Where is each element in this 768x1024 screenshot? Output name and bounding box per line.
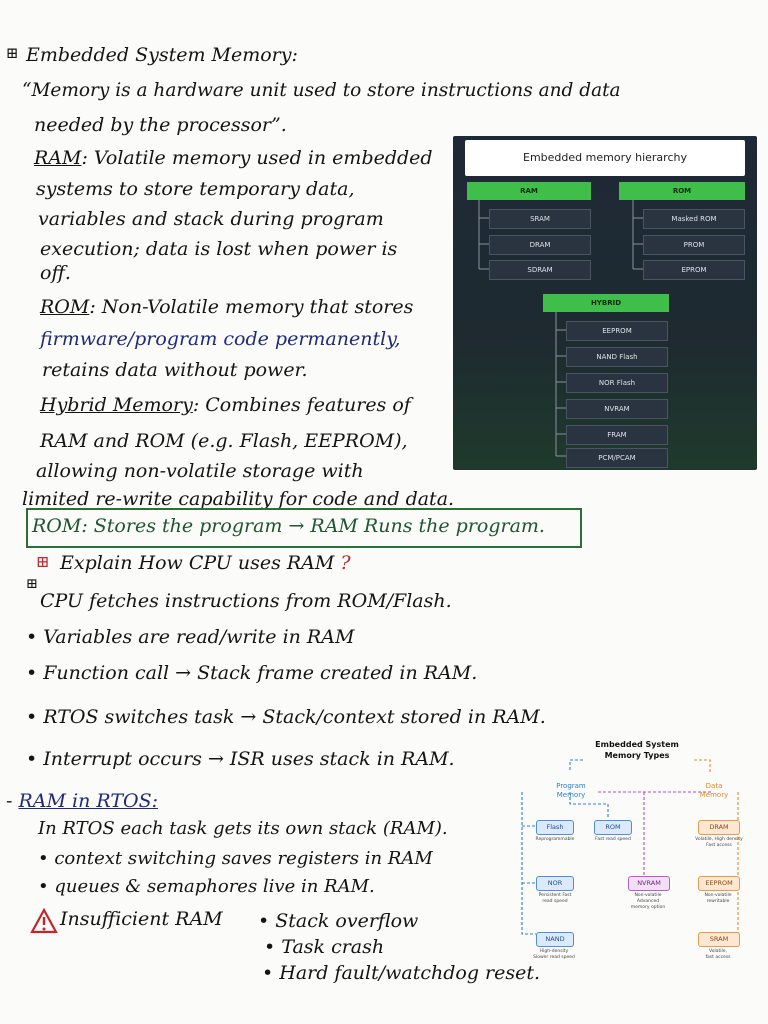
definition-line-1: “Memory is a hardware unit used to store… (22, 80, 621, 101)
dram-caption-1: Volatile, High density (695, 837, 743, 842)
hierarchy-connectors (478, 200, 643, 457)
hybrid-item-nvram: NVRAM (566, 399, 668, 419)
hierarchy-title: Embedded memory hierarchy (465, 140, 745, 176)
hybrid-line-1: : Combines features of (192, 394, 411, 416)
flash-box: Flash (536, 820, 574, 835)
question-icon: ⊞ (36, 552, 50, 571)
rom-item-prom: PROM (643, 235, 745, 255)
bullet-5: • Interrupt occurs → ISR uses stack in R… (26, 748, 455, 770)
rom-paragraph: ROM: Non-Volatile memory that stores (40, 296, 413, 318)
ram-line-3: variables and stack during program (38, 208, 384, 230)
bullet-4: • RTOS switches task → Stack/context sto… (26, 706, 546, 728)
eeprom-caption-2: rewritable (706, 899, 730, 904)
program-memory-label-2: Memory (556, 791, 586, 799)
data-memory-label-2: Memory (699, 791, 729, 799)
nor-caption-2: read speed (542, 899, 568, 904)
hybrid-paragraph: Hybrid Memory: Combines features of (40, 394, 411, 416)
memory-types-figure: Embedded System Memory Types Program Mem… (512, 738, 756, 972)
rom-line-1: : Non-Volatile memory that stores (89, 296, 414, 318)
question-title: Explain How CPU uses RAM ? (60, 552, 351, 574)
ram-line-1: : Volatile memory used in embedded (81, 147, 433, 169)
sram-box: SRAM (698, 932, 740, 947)
hybrid-label: Hybrid Memory (40, 394, 193, 416)
definition-line-2: needed by the processor”. (34, 114, 287, 136)
bullet-1: CPU fetches instructions from ROM/Flash. (40, 590, 452, 612)
answer-icon: ⊞ (26, 576, 38, 592)
summary-text: ROM: Stores the program → RAM Runs the p… (32, 515, 545, 537)
eeprom-box: EEPROM (698, 876, 740, 891)
nand-caption-2: Slower read speed (533, 955, 575, 960)
rom-group: ROM (619, 182, 745, 200)
hybrid-line-4: limited re-write capability for code and… (22, 488, 455, 510)
ram-line-5: off. (40, 262, 71, 284)
memory-hierarchy-figure: Embedded memory hierarchy RAM S (453, 136, 757, 470)
rom-line-2: firmware/program code permanently, (40, 328, 401, 350)
ram-line-2: systems to store temporary data, (36, 178, 355, 200)
question-mark: ? (340, 552, 351, 574)
hybrid-group: HYBRID (543, 294, 669, 312)
nand-caption-1: High-density (539, 949, 569, 954)
eeprom-caption-1: Non-volatile (704, 893, 732, 898)
ram-group: RAM (467, 182, 591, 200)
warning-bullet-1: • Stack overflow (258, 910, 419, 932)
hybrid-line-3: allowing non-volatile storage with (36, 460, 364, 482)
ram-item-sram: SRAM (489, 209, 591, 229)
hybrid-item-nor-flash: NOR Flash (566, 373, 668, 393)
warning-icon (30, 908, 58, 934)
rtos-line-1: In RTOS each task gets its own stack (RA… (38, 818, 448, 839)
nvram-caption-1: Non-volatile (634, 893, 662, 898)
bullet-3: • Function call → Stack frame created in… (26, 662, 478, 684)
nor-box: NOR (536, 876, 574, 891)
rtos-line-3: • queues & semaphores live in RAM. (38, 876, 375, 897)
rom-box: ROM (594, 820, 632, 835)
dram-box: DRAM (698, 820, 740, 835)
rtos-title: - RAM in RTOS: (6, 790, 158, 812)
nvram-caption-3: memory option (630, 905, 666, 910)
hybrid-item-nand-flash: NAND Flash (566, 347, 668, 367)
bullet-2: • Variables are read/write in RAM (26, 626, 355, 648)
flash-caption: Reprogrammable (535, 837, 575, 842)
dram-caption-2: Fast access (706, 843, 732, 848)
nvram-caption-2: Advanced (636, 899, 660, 904)
ram-line-4: execution; data is lost when power is (40, 238, 398, 260)
question-text: Explain How CPU uses RAM (60, 552, 335, 574)
rtos-line-2: • context switching saves registers in R… (38, 848, 433, 869)
ram-label: RAM (34, 147, 82, 169)
rom-caption: Fast read speed (595, 837, 631, 842)
title-icon: ⊞ (6, 44, 19, 62)
ram-item-dram: DRAM (489, 235, 591, 255)
hybrid-item-pcm: PCM/PCAM (566, 448, 668, 468)
warning-text: Insufficient RAM (60, 908, 223, 930)
hybrid-line-2: RAM and ROM (e.g. Flash, EEPROM), (40, 430, 408, 452)
data-memory-label-1: Data (705, 782, 723, 790)
page-title: Embedded System Memory: (26, 44, 298, 66)
rom-item-masked-rom: Masked ROM (643, 209, 745, 229)
ram-item-sdram: SDRAM (489, 260, 591, 280)
warning-bullet-3: • Hard fault/watchdog reset. (262, 962, 541, 984)
warning-bullet-2: • Task crash (264, 936, 385, 958)
nor-caption-1: Persistent Fast (538, 893, 572, 898)
rom-label: ROM (40, 296, 90, 318)
ram-paragraph: RAM: Volatile memory used in embedded (34, 147, 433, 169)
summary-box (26, 508, 582, 548)
rom-line-3: retains data without power. (42, 359, 308, 381)
program-memory-label-1: Program (556, 782, 586, 790)
hybrid-item-fram: FRAM (566, 425, 668, 445)
types-title-1: Embedded System (595, 740, 679, 749)
sram-caption-1: Volatile, (709, 949, 727, 954)
sram-caption-2: fast access (705, 955, 731, 960)
nand-box: NAND (536, 932, 574, 947)
rom-item-eprom: EPROM (643, 260, 745, 280)
types-title-2: Memory Types (604, 751, 670, 760)
hybrid-item-eeprom: EEPROM (566, 321, 668, 341)
nvram-box: NVRAM (628, 876, 670, 891)
rtos-title-text: RAM in RTOS: (18, 790, 158, 812)
